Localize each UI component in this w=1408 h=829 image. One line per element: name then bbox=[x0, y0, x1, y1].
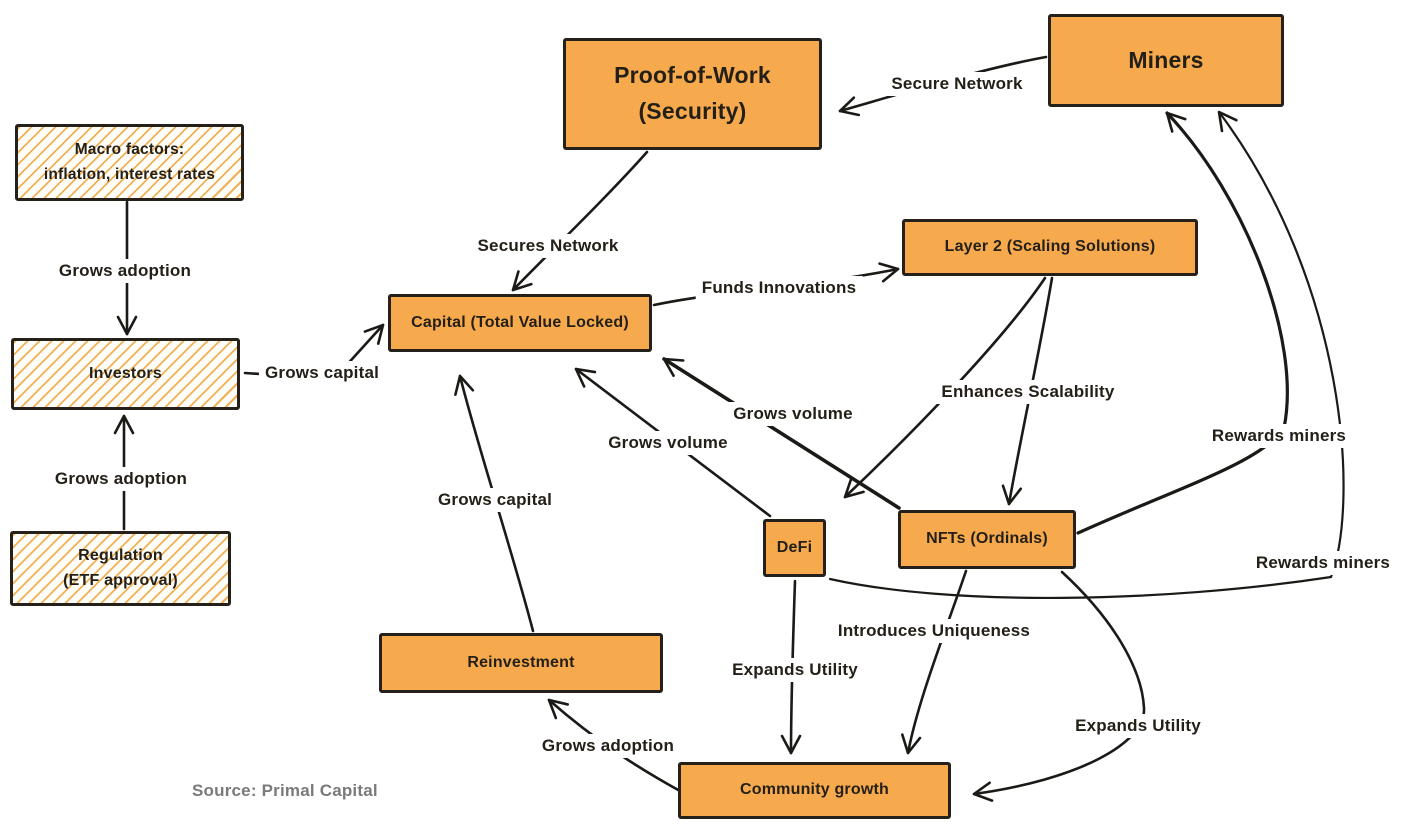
node-reinvestment: Reinvestment bbox=[379, 633, 663, 693]
node-investors: Investors bbox=[11, 338, 240, 410]
node-layer2-scaling: Layer 2 (Scaling Solutions) bbox=[902, 219, 1198, 276]
edge-label-secures-network: Secures Network bbox=[471, 234, 625, 258]
edge-label-rewards-miners-defi: Rewards miners bbox=[1249, 551, 1397, 575]
edge-label-grows-volume-defi: Grows volume bbox=[602, 431, 734, 455]
edge-label-grows-adoption-macro: Grows adoption bbox=[52, 259, 198, 283]
node-capital-tvl: Capital (Total Value Locked) bbox=[388, 294, 652, 352]
node-nfts-ordinals: NFTs (Ordinals) bbox=[898, 510, 1076, 569]
edge-pow-to-capital bbox=[511, 150, 649, 292]
node-regulation: Regulation (ETF approval) bbox=[10, 531, 231, 606]
node-macro-factors: Macro factors: inflation, interest rates bbox=[15, 124, 244, 201]
source-note: Source: Primal Capital bbox=[192, 781, 378, 800]
edge-nfts-to-capital bbox=[662, 357, 901, 510]
node-community-growth: Community growth bbox=[678, 762, 951, 819]
edge-label-secure-network: Secure Network bbox=[885, 72, 1029, 96]
edge-label-expands-utility-defi: Expands Utility bbox=[726, 658, 864, 682]
edge-label-grows-adoption-community: Grows adoption bbox=[535, 734, 681, 758]
edge-label-grows-adoption-regulation: Grows adoption bbox=[48, 467, 194, 491]
edge-label-expands-utility-nfts: Expands Utility bbox=[1069, 714, 1207, 738]
edge-label-introduces-uniqueness: Introduces Uniqueness bbox=[831, 619, 1037, 643]
node-miners: Miners bbox=[1048, 14, 1284, 107]
edge-defi-to-miners bbox=[828, 110, 1345, 600]
edge-label-enhances-scalability: Enhances Scalability bbox=[935, 380, 1121, 404]
node-proof-of-work: Proof-of-Work (Security) bbox=[563, 38, 822, 150]
edge-label-rewards-miners-nfts: Rewards miners bbox=[1205, 424, 1353, 448]
edge-nfts-to-community bbox=[901, 569, 968, 755]
edge-nfts-to-miners bbox=[1076, 111, 1289, 535]
edge-label-grows-volume-nfts: Grows volume bbox=[727, 402, 859, 426]
edge-nfts-to-community-right bbox=[972, 570, 1146, 802]
edge-label-funds-innovations: Funds Innovations bbox=[695, 276, 863, 300]
edge-label-grows-capital-investors: Grows capital bbox=[258, 361, 386, 385]
edge-label-grows-capital-reinvestment: Grows capital bbox=[431, 488, 559, 512]
node-defi: DeFi bbox=[763, 519, 826, 577]
